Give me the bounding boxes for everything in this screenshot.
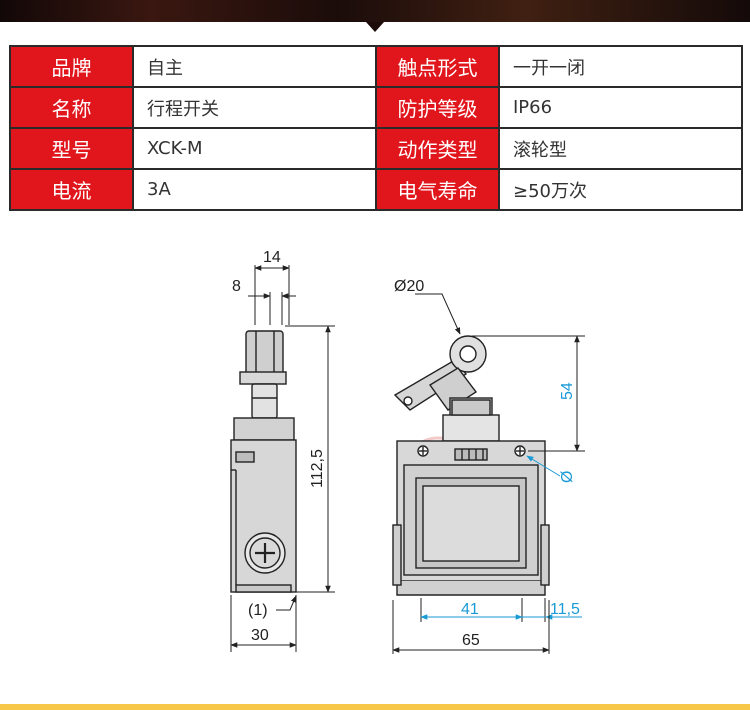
dim-8-label: 8 xyxy=(232,278,241,295)
spec-value: XCK-M xyxy=(132,127,377,170)
dim-11-5-label: 11,5 xyxy=(550,601,580,618)
spec-key: 电气寿命 xyxy=(375,168,500,211)
bottom-accent-line xyxy=(0,704,750,710)
spec-key: 动作类型 xyxy=(375,127,500,170)
dim-54-label: 54 xyxy=(559,382,576,400)
spec-key: 触点形式 xyxy=(375,45,500,88)
roller-lever xyxy=(245,330,284,378)
spec-key: 名称 xyxy=(9,86,134,129)
terminal-strip xyxy=(454,448,488,461)
dim-14-label: 14 xyxy=(263,249,281,266)
spec-table: 品牌 自主 触点形式 一开一闭 名称 行程开关 防护等级 IP66 型号 XCK… xyxy=(9,45,743,211)
spec-value: 自主 xyxy=(132,45,377,88)
front-view xyxy=(392,335,550,596)
banner-pointer xyxy=(366,22,384,32)
spec-key: 型号 xyxy=(9,127,134,170)
dimension-drawing: 14 8 112,5 (1) 30 xyxy=(230,249,585,654)
dim-112-5-label: 112,5 xyxy=(309,449,326,488)
plunger xyxy=(251,383,278,419)
spec-value: 3A xyxy=(132,168,377,211)
dim-hole-label: Ø xyxy=(559,471,576,483)
spec-value: 一开一闭 xyxy=(498,45,743,88)
table-row: 电流 3A 电气寿命 ≥50万次 xyxy=(9,168,743,211)
spec-value: ≥50万次 xyxy=(498,168,743,211)
table-row: 品牌 自主 触点形式 一开一闭 xyxy=(9,45,743,88)
dim-30-label: 30 xyxy=(251,627,269,644)
front-view-dimensions xyxy=(392,293,585,654)
table-row: 型号 XCK-M 动作类型 滚轮型 xyxy=(9,127,743,170)
spec-value: 行程开关 xyxy=(132,86,377,129)
spec-value: 滚轮型 xyxy=(498,127,743,170)
side-view-dimensions xyxy=(230,265,335,652)
spec-key: 品牌 xyxy=(9,45,134,88)
dim-65-label: 65 xyxy=(462,632,480,649)
callout-1-label: (1) xyxy=(248,602,268,619)
dim-41-label: 41 xyxy=(461,601,479,618)
spec-key: 防护等级 xyxy=(375,86,500,129)
top-banner xyxy=(0,0,750,22)
table-row: 名称 行程开关 防护等级 IP66 xyxy=(9,86,743,129)
side-view xyxy=(230,330,297,593)
spec-value: IP66 xyxy=(498,86,743,129)
spec-key: 电流 xyxy=(9,168,134,211)
dim-d20-label: Ø20 xyxy=(394,278,424,295)
